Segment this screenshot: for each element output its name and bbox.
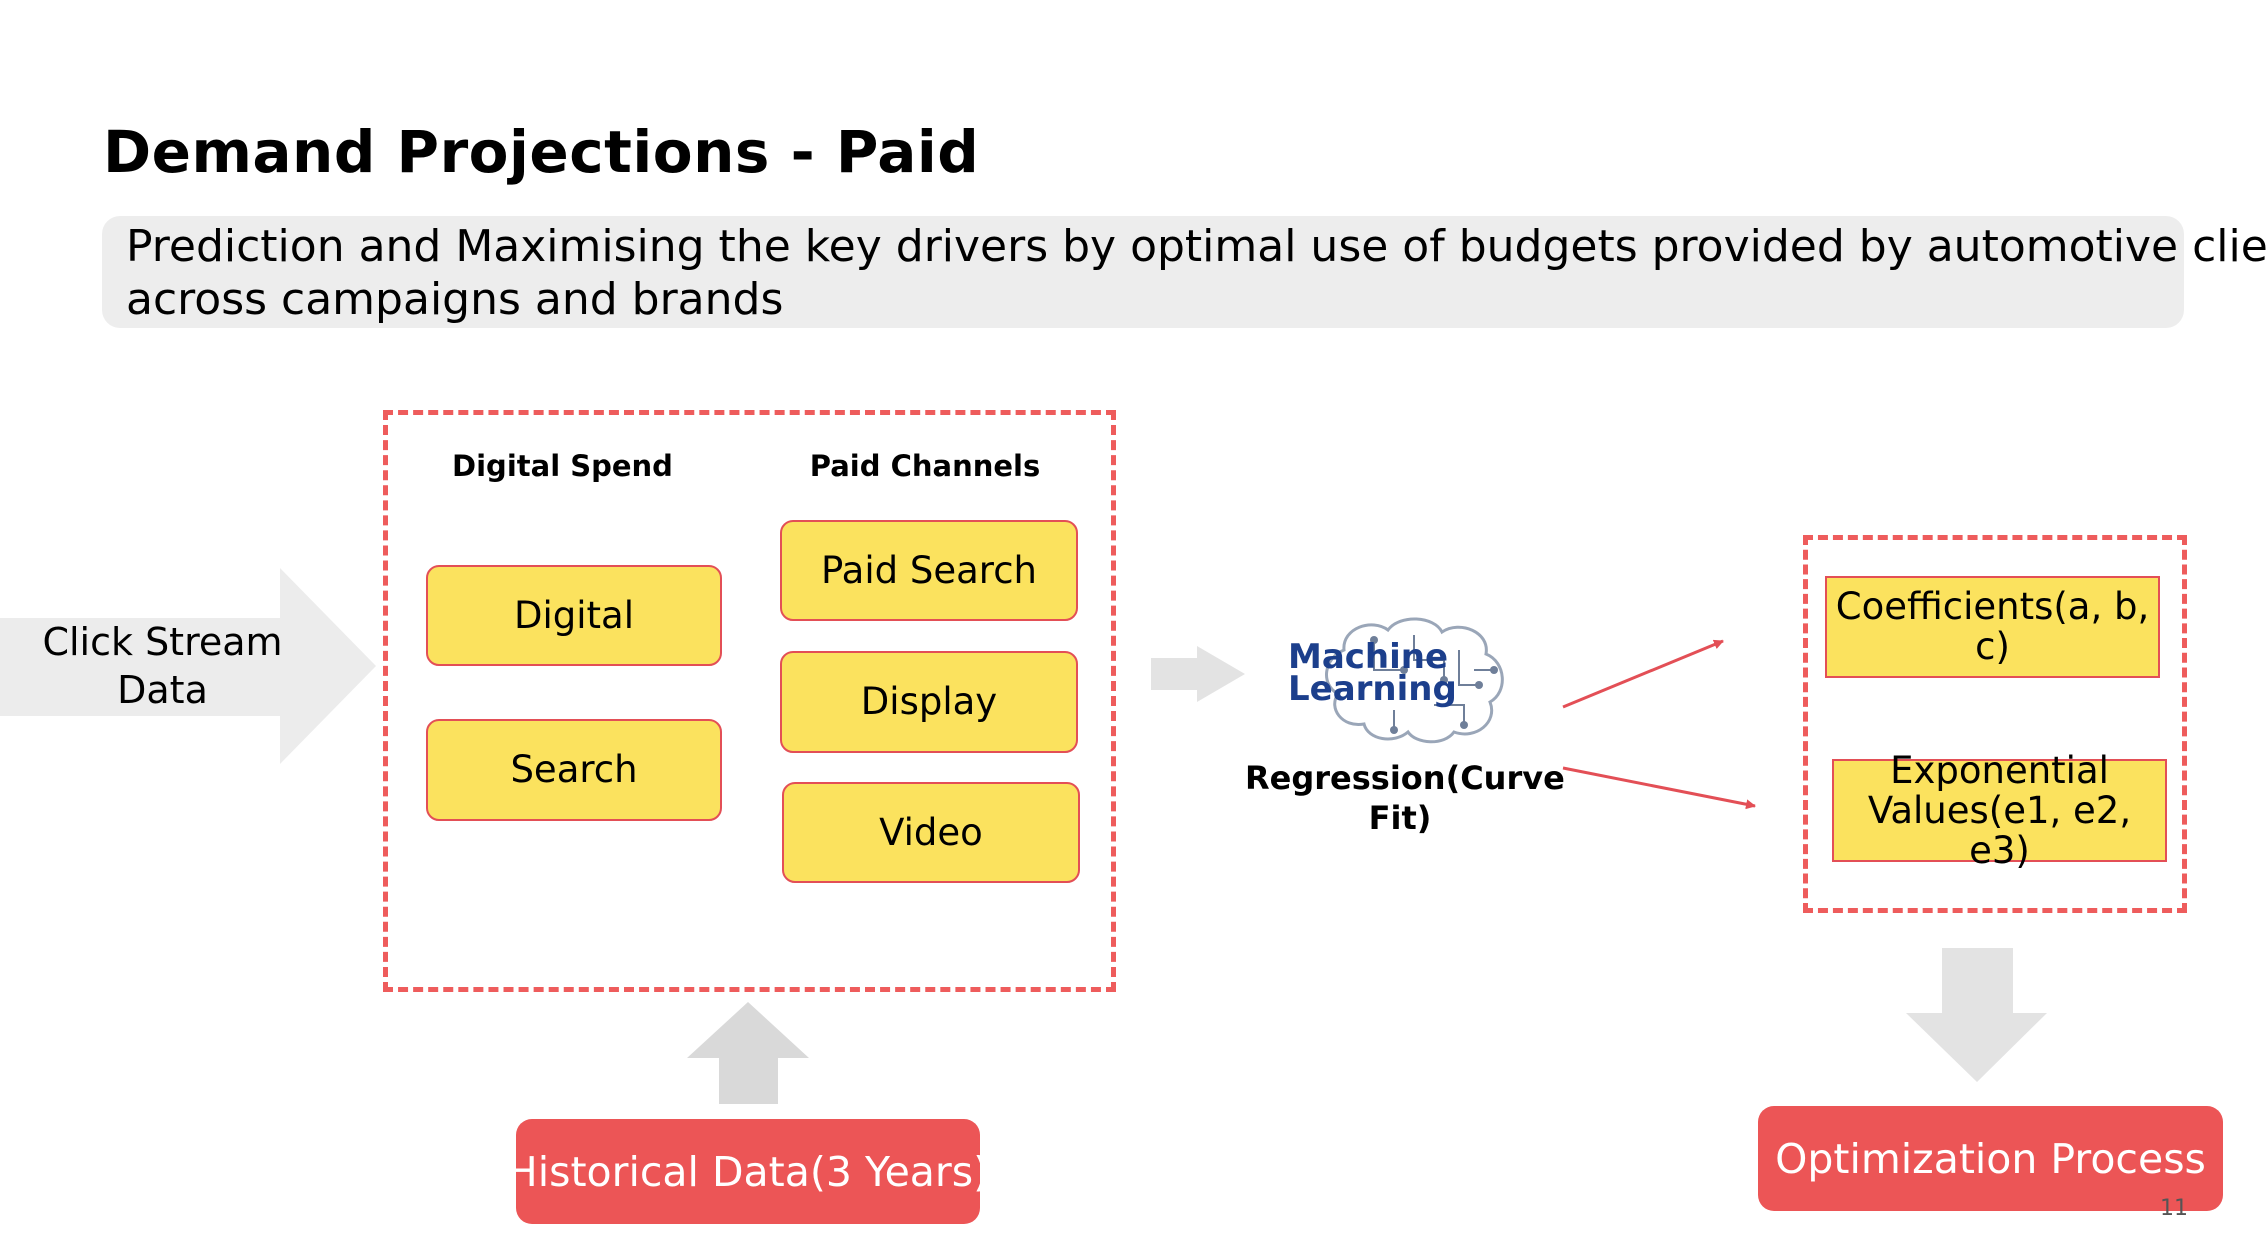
regression-line-2: Fit) [1368,799,1432,837]
subtitle-line-1: Prediction and Maximising the key driver… [126,221,2266,272]
output-group [1803,535,2187,913]
regression-caption: Regression(Curve Fit) [1245,758,1565,838]
video-box: Video [782,782,1080,883]
subtitle-banner: Prediction and Maximising the key driver… [102,216,2266,328]
historical-data-button[interactable]: Historical Data(3 Years) [507,1119,989,1224]
to-ml-arrow [1151,646,1245,702]
optimization-process-button[interactable]: Optimization Process [1758,1106,2223,1211]
spend-channels-group [383,410,1116,992]
digital-spend-heading: Digital Spend [452,449,673,483]
coefficients-box: Coefficients(a, b, c) [1825,576,2160,678]
paid-search-box: Paid Search [780,520,1078,621]
historical-up-arrow [687,1002,809,1104]
subtitle-line-2: across campaigns and brands [126,274,784,325]
arrow-to-coefficients [1562,639,1724,709]
exponential-line-1: Exponential [1890,748,2109,792]
exponential-line-2: Values(e1, e2, e3) [1867,788,2132,872]
exponential-box: Exponential Values(e1, e2, e3) [1832,750,2167,870]
paid-channels-heading: Paid Channels [809,449,1041,483]
optimization-down-arrow [1906,948,2047,1082]
click-stream-label: Click Stream Data [30,618,295,714]
brain-circuit-icon [1325,617,1504,744]
coefficients-line-2: c) [1975,625,2010,668]
coefficients-line-1: Coefficients(a, b, [1835,585,2150,628]
click-stream-arrow [0,568,376,764]
arrow-to-exponential [1562,766,1756,810]
ml-logo-line-2: Learning [1288,669,1457,709]
digital-box: Digital [426,565,722,666]
display-box: Display [780,651,1078,753]
click-stream-line-2: Data [117,668,208,712]
slide-title: Demand Projections - Paid [103,118,980,186]
machine-learning-logo: Machine Learning [1284,610,1514,745]
ml-logo-line-1: Machine [1288,637,1449,677]
regression-line-1: Regression(Curve [1245,759,1565,797]
search-box: Search [426,719,722,821]
click-stream-line-1: Click Stream [42,620,283,664]
page-number: 11 [2160,1196,2188,1221]
